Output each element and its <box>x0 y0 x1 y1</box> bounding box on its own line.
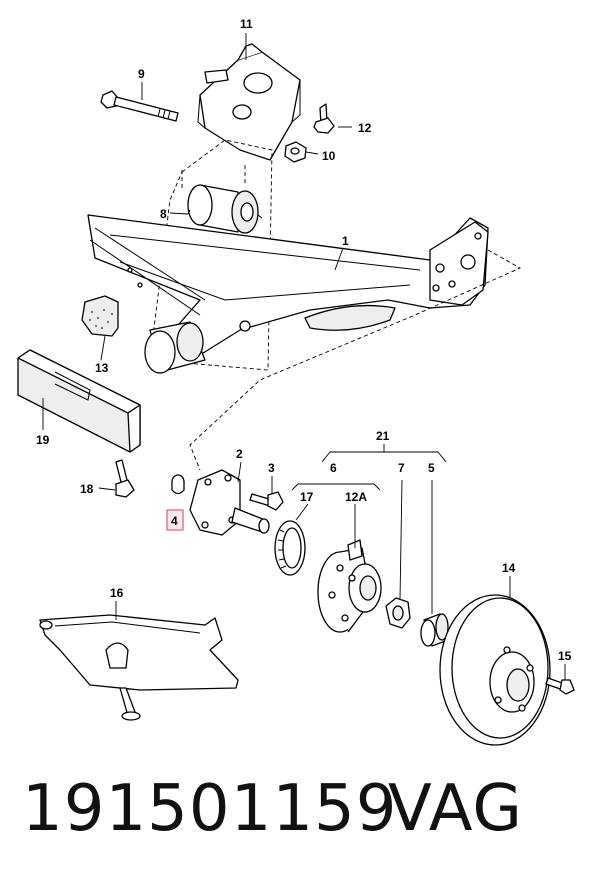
part-4-bushing <box>171 474 185 495</box>
part-15-screw <box>545 677 575 695</box>
part-16-splash-shield <box>39 614 239 721</box>
callout-15: 15 <box>558 649 572 663</box>
callout-4: 4 <box>171 514 178 528</box>
part-number: 191501159 <box>22 772 398 846</box>
part-12-bolt <box>313 103 335 134</box>
part-2-stub-axle <box>189 469 270 536</box>
part-13-bump-stop <box>81 295 119 337</box>
callout-2: 2 <box>236 447 243 461</box>
callout-13: 13 <box>95 361 109 375</box>
part-9-bolt <box>100 90 179 122</box>
part-12a-hub <box>317 539 382 633</box>
part-17-abs-ring <box>274 520 306 576</box>
callout-17: 17 <box>300 490 314 504</box>
callout-6: 6 <box>330 461 337 475</box>
part-5-cap <box>420 613 449 647</box>
brand-label: VAG <box>388 772 523 846</box>
assembly-lines <box>181 165 521 471</box>
exploded-parts-diagram: 11 9 12 10 8 1 13 19 18 2 3 6 21 7 5 17 … <box>17 17 575 746</box>
part-8-bushing <box>187 184 263 234</box>
callout-3: 3 <box>268 461 275 475</box>
highlight-box-4 <box>166 509 184 531</box>
callout-5: 5 <box>428 461 435 475</box>
part-18-screw <box>115 459 135 498</box>
callout-10: 10 <box>322 149 336 163</box>
callout-18: 18 <box>80 482 94 496</box>
callout-7: 7 <box>398 461 405 475</box>
callout-16: 16 <box>110 586 124 600</box>
callout-14: 14 <box>502 561 516 575</box>
callout-12a: 12A <box>345 490 367 504</box>
callout-21: 21 <box>376 429 390 443</box>
callout-1: 1 <box>342 234 349 248</box>
callout-12: 12 <box>358 121 372 135</box>
part-1-axle-beam <box>87 214 489 374</box>
part-11-mounting-bracket <box>197 43 301 161</box>
part-10-nut <box>284 141 307 163</box>
leader-lines <box>42 33 566 680</box>
part-14-brake-disc <box>439 594 551 746</box>
part-19-cover <box>17 349 141 453</box>
callout-19: 19 <box>36 433 50 447</box>
part-7-nut <box>385 597 411 629</box>
part-3-bolt <box>249 491 284 511</box>
callout-labels: 11 9 12 10 8 1 13 19 18 2 3 6 21 7 5 17 … <box>36 17 572 663</box>
callout-11: 11 <box>240 17 253 31</box>
callout-8: 8 <box>160 207 167 221</box>
callout-9: 9 <box>138 67 145 81</box>
